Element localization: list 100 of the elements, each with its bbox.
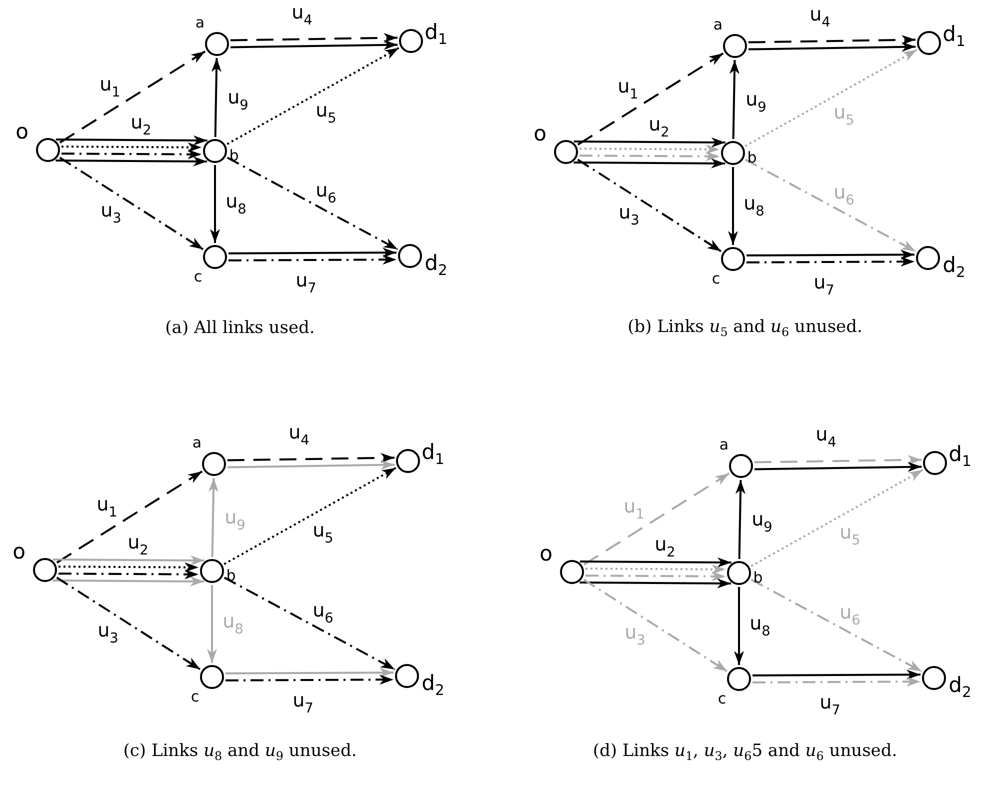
edge-label: u$_{5}$	[316, 102, 336, 126]
node-label: d$_{1}$	[942, 24, 966, 50]
arrow	[52, 555, 204, 566]
node-label: b	[747, 150, 757, 166]
arrow	[227, 452, 395, 463]
arrow	[56, 576, 201, 670]
arrow	[226, 674, 394, 685]
edge-label: u$_{9}$	[746, 90, 766, 116]
edge-label: u$_{6}$	[316, 182, 336, 206]
edge-label: u$_{7}$	[814, 274, 834, 298]
arrow	[583, 472, 730, 566]
arrow	[748, 42, 916, 52]
arrow	[580, 578, 732, 588]
node-label: o	[12, 542, 26, 562]
arrow	[577, 158, 722, 252]
edge-label: u$_{2}$	[130, 114, 152, 138]
edge-label: u$_{9}$	[224, 508, 246, 534]
arrow	[226, 47, 400, 145]
arrow	[754, 462, 922, 472]
node-circle	[721, 141, 745, 165]
edge-label: u$_{4}$	[810, 6, 830, 30]
figure-caption: (c) Links u$_{8}$ and u$_{9}$ unused.	[123, 741, 357, 763]
edge-label: u$_{2}$	[128, 534, 148, 558]
arrow	[734, 587, 744, 665]
arrow	[577, 52, 724, 146]
arrow	[56, 470, 203, 564]
node-circle	[729, 454, 753, 478]
node-circle	[727, 667, 751, 691]
node-circle	[33, 558, 57, 582]
edge-label: u$_{5}$	[834, 104, 854, 128]
node-label: b	[753, 570, 763, 586]
node-circle	[727, 561, 751, 585]
node-label: d$_{1}$	[422, 442, 444, 468]
node-label: d$_{1}$	[948, 444, 972, 470]
node-circle	[560, 560, 584, 584]
node-circle	[203, 245, 227, 269]
arrow	[210, 165, 220, 243]
arrow	[586, 564, 726, 574]
arrow	[228, 248, 396, 258]
node-circle	[205, 32, 229, 56]
node-circle	[554, 140, 578, 164]
edge-label: u$_{7}$	[292, 692, 314, 716]
arrow	[58, 569, 198, 580]
edge-label: u$_{1}$	[100, 76, 120, 100]
edge-label: u$_{7}$	[296, 272, 316, 296]
arrow	[58, 562, 198, 572]
node-label: o	[16, 122, 28, 142]
node-circle	[202, 452, 226, 476]
arrow	[574, 158, 726, 168]
node-label: c	[718, 692, 726, 706]
arrow	[750, 469, 924, 567]
node-label: c	[190, 690, 200, 704]
arrow	[728, 167, 738, 245]
node-circle	[200, 665, 224, 689]
node-circle	[395, 664, 419, 688]
edge-label: u$_{3}$	[624, 624, 646, 648]
arrow	[583, 578, 728, 672]
arrow	[580, 144, 720, 154]
arrow	[224, 576, 396, 670]
arrow	[580, 151, 720, 162]
node-label: o	[534, 124, 546, 144]
edge-label: u$_{5}$	[840, 524, 860, 548]
arrow	[586, 571, 726, 582]
arrow	[752, 670, 920, 680]
arrow	[59, 156, 204, 250]
edge-label: u$_{2}$	[648, 116, 670, 140]
arrow	[574, 137, 726, 148]
arrow	[228, 254, 396, 265]
node-label: c	[194, 270, 202, 284]
arrow	[729, 60, 740, 140]
node-circle	[723, 34, 747, 58]
node-label: d$_{2}$	[948, 675, 972, 701]
arrow	[56, 135, 208, 146]
edge-label: u$_{1}$	[96, 496, 118, 520]
edge-label: u$_{7}$	[820, 694, 840, 718]
node-label: d$_{2}$	[424, 253, 448, 279]
edge-label: u$_{5}$	[312, 522, 334, 546]
node-label: d$_{2}$	[422, 673, 444, 699]
node-label: a	[719, 438, 729, 452]
edge-label: u$_{1}$	[624, 498, 644, 522]
arrow	[748, 34, 916, 45]
edge-label: u$_{8}$	[226, 192, 246, 218]
node-label: o	[540, 544, 552, 564]
arrow	[754, 454, 922, 465]
arrow	[226, 156, 398, 250]
node-circle	[200, 559, 224, 583]
node-label: a	[195, 16, 205, 30]
edge-label: u$_{3}$	[618, 204, 640, 228]
edge-label: u$_{6}$	[834, 184, 854, 208]
arrow	[744, 158, 916, 252]
arrow	[746, 250, 914, 260]
edge-label: u$_{8}$	[222, 612, 244, 638]
node-circle	[917, 31, 941, 55]
edge-label: u$_{4}$	[816, 426, 836, 450]
arrow	[207, 585, 217, 663]
node-label: d$_{1}$	[424, 22, 448, 48]
arrow	[752, 676, 920, 687]
edge-label: u$_{4}$	[292, 4, 312, 28]
node-circle	[916, 246, 940, 270]
node-circle	[203, 139, 227, 163]
